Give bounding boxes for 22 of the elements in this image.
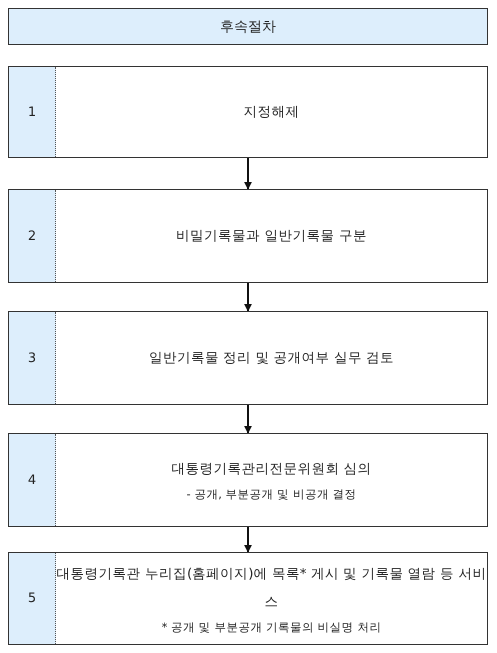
- step-text: 대통령기록관 누리집(홈페이지)에 목록* 게시 및 기록물 열람 등 서비스: [56, 564, 487, 612]
- step-text: 지정해제: [244, 103, 300, 122]
- step-box: [8, 189, 488, 283]
- arrow: [244, 527, 252, 553]
- step-note: - 공개, 부분공개 및 비공개 결정: [186, 486, 357, 503]
- heading-box: 후속절차: [8, 8, 488, 45]
- step-number: 1: [9, 67, 56, 157]
- step-text: 대통령기록관리전문위원회 심의: [171, 460, 372, 479]
- step-box: [8, 433, 488, 527]
- step-note: * 공개 및 부분공개 기록물의 비실명 처리: [162, 618, 382, 636]
- arrow: [244, 158, 252, 190]
- step-text: 일반기록물 정리 및 공개여부 실무 검토: [148, 349, 394, 368]
- step-box: [8, 552, 488, 645]
- step-number: 5: [9, 553, 56, 644]
- step-text: 비밀기록물과 일반기록물 구분: [176, 227, 367, 246]
- arrow: [244, 283, 252, 312]
- step-number: 4: [9, 434, 56, 526]
- step-box: [8, 66, 488, 158]
- arrow: [244, 405, 252, 434]
- step-box: [8, 311, 488, 405]
- step-number: 2: [9, 190, 56, 282]
- step-number: 3: [9, 312, 56, 404]
